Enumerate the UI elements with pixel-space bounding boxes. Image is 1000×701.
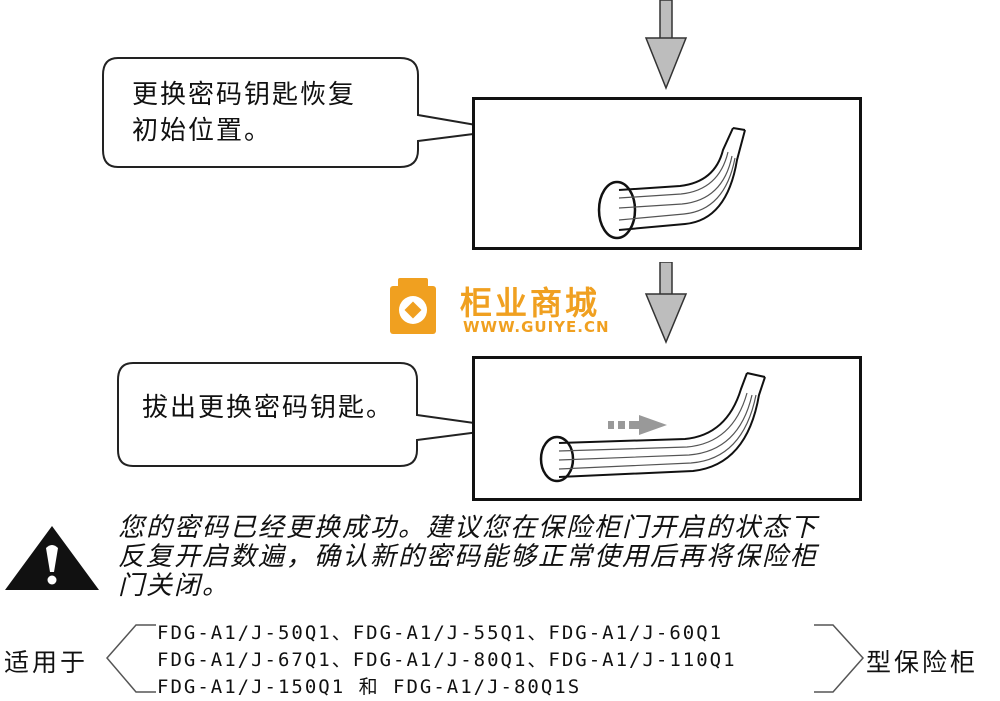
applicability-prefix: 适用于 xyxy=(4,648,89,677)
applicability-suffix: 型保险柜 xyxy=(866,648,979,677)
model-list-line1: FDG-A1/J-50Q1、FDG-A1/J-55Q1、FDG-A1/J-60Q… xyxy=(157,622,724,644)
step2-text: 拔出更换密码钥匙。 xyxy=(142,393,395,423)
down-arrow-top xyxy=(644,0,688,91)
notice-line3: 门关闭。 xyxy=(118,571,231,601)
step1-illustration xyxy=(472,97,862,250)
notice-line1: 您的密码已经更换成功。建议您在保险柜门开启的状态下 xyxy=(118,513,819,543)
model-list-line2: FDG-A1/J-67Q1、FDG-A1/J-80Q1、FDG-A1/J-110… xyxy=(157,649,737,671)
key-removal-icon xyxy=(539,372,766,483)
notice-line2: 反复开启数遍，确认新的密码能够正常使用后再将保险柜 xyxy=(118,542,819,572)
step1-text: 更换密码钥匙恢复 初始位置。 xyxy=(132,77,356,149)
key-in-lock-icon xyxy=(597,127,746,240)
warning-icon xyxy=(5,526,99,590)
speech-bubble-step1 xyxy=(102,57,506,168)
logo-title: 柜业商城 xyxy=(460,284,601,322)
notice-text: 您的密码已经更换成功。建议您在保险柜门开启的状态下 反复开启数遍，确认新的密码能… xyxy=(118,514,998,601)
pull-direction-arrow xyxy=(608,421,614,429)
speech-bubble-step2 xyxy=(117,362,511,467)
model-list: FDG-A1/J-50Q1、FDG-A1/J-55Q1、FDG-A1/J-60Q… xyxy=(157,620,737,701)
logo-icon xyxy=(388,276,438,336)
logo-url: WWW.GUIYE.CN xyxy=(463,318,610,336)
step2-illustration xyxy=(472,356,862,501)
right-bracket xyxy=(814,624,865,693)
model-list-line3: FDG-A1/J-150Q1 和 FDG-A1/J-80Q1S xyxy=(157,676,582,698)
step1-text-line2: 初始位置。 xyxy=(132,116,273,146)
step1-text-line1: 更换密码钥匙恢复 xyxy=(132,80,357,110)
down-arrow-middle xyxy=(644,262,688,344)
left-bracket xyxy=(106,624,156,693)
